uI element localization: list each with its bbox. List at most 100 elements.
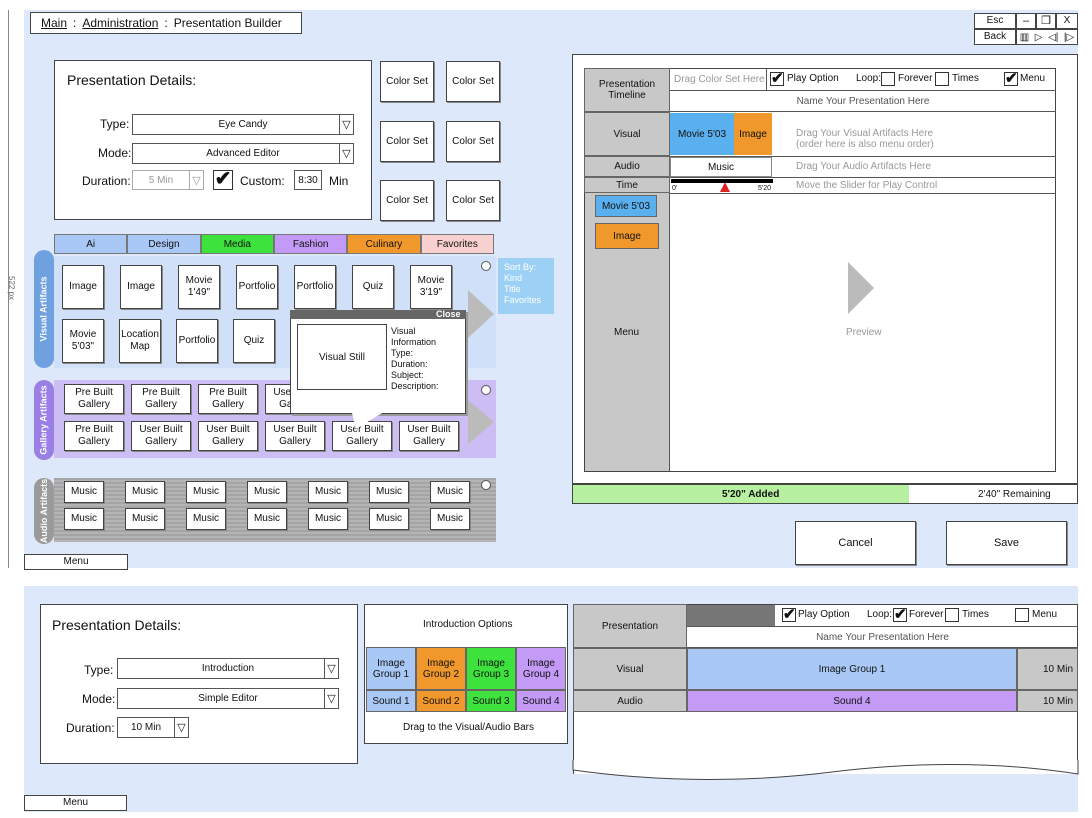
menu-checkbox[interactable]: ✔ xyxy=(1004,70,1018,87)
media-controls[interactable]: ▥ ▷ ◁| |▷ xyxy=(1016,29,1078,45)
sort-kind[interactable]: Kind xyxy=(504,273,523,283)
simple-menu-button[interactable]: Menu xyxy=(24,795,127,811)
simple-mode-select[interactable]: Simple Editor▽ xyxy=(117,688,339,709)
visual-next-arrow[interactable] xyxy=(468,290,494,338)
back-button[interactable]: Back xyxy=(974,29,1016,45)
image-group-tile[interactable]: Image Group 3 xyxy=(466,647,516,690)
simple-menu-checkbox[interactable] xyxy=(1015,608,1029,622)
chevron-down-icon[interactable]: ▽ xyxy=(189,171,203,189)
timeline-visual-image[interactable]: Image xyxy=(734,113,772,155)
chevron-down-icon[interactable]: ▽ xyxy=(174,718,188,737)
save-button[interactable]: Save xyxy=(946,521,1067,565)
cancel-button[interactable]: Cancel xyxy=(795,521,916,565)
gallery-artifact-tile[interactable]: Pre Built Gallery xyxy=(64,421,124,451)
play-icon[interactable]: ▷ xyxy=(1034,31,1043,43)
tab-audio-artifacts[interactable]: Audio Artifacts xyxy=(34,478,54,544)
sound-tile[interactable]: Sound 1 xyxy=(366,690,416,712)
gallery-artifact-tile[interactable]: Pre Built Gallery xyxy=(64,384,124,414)
tab-category[interactable]: Design xyxy=(127,234,201,254)
tab-category[interactable]: Favorites xyxy=(420,234,494,254)
custom-input[interactable]: 8:30 xyxy=(294,170,322,190)
simple-name-row[interactable]: Name Your Presentation Here xyxy=(687,626,1078,648)
gallery-artifact-tile[interactable]: Pre Built Gallery xyxy=(198,384,258,414)
restore-icon[interactable]: ❐ xyxy=(1036,13,1056,29)
audio-artifact-tile[interactable]: Music xyxy=(186,481,226,503)
color-set-button[interactable]: Color Set xyxy=(446,180,500,221)
visual-artifact-tile[interactable]: Image xyxy=(62,265,104,309)
simple-type-select[interactable]: Introduction▽ xyxy=(117,658,339,679)
chevron-down-icon[interactable]: ▽ xyxy=(324,689,338,708)
custom-checkbox[interactable]: ✔ xyxy=(213,168,233,190)
pause-icon[interactable]: ▥ xyxy=(1019,31,1030,43)
times-checkbox[interactable] xyxy=(935,72,949,86)
chevron-down-icon[interactable]: ▽ xyxy=(339,115,353,134)
visual-artifact-tile[interactable]: Movie 3'19" xyxy=(410,265,452,309)
visual-artifact-tile[interactable]: Portfolio xyxy=(236,265,278,309)
forever-checkbox[interactable] xyxy=(881,72,895,86)
audio-radio[interactable] xyxy=(481,480,491,490)
color-set-button[interactable]: Color Set xyxy=(446,121,500,162)
mode-select[interactable]: Advanced Editor▽ xyxy=(132,143,354,164)
time-slider-handle[interactable] xyxy=(720,182,730,192)
tab-category[interactable]: Ai xyxy=(54,234,128,254)
visual-artifact-tile[interactable]: Quiz xyxy=(233,319,275,363)
duration-select[interactable]: 5 Min▽ xyxy=(132,170,204,190)
gallery-artifact-tile[interactable]: User Built Gallery xyxy=(265,421,325,451)
esc-button[interactable]: Esc xyxy=(974,13,1016,29)
forward-icon[interactable]: |▷ xyxy=(1063,31,1075,43)
simple-duration-select[interactable]: 10 Min▽ xyxy=(117,717,189,738)
gallery-artifact-tile[interactable]: User Built Gallery xyxy=(198,421,258,451)
image-group-tile[interactable]: Image Group 2 xyxy=(416,647,466,690)
visual-artifact-tile[interactable]: Image xyxy=(120,265,162,309)
rewind-icon[interactable]: ◁| xyxy=(1048,31,1059,43)
time-slider-track[interactable] xyxy=(671,179,773,183)
simple-times-checkbox[interactable] xyxy=(945,608,959,622)
gallery-radio[interactable] xyxy=(481,385,491,395)
image-group-tile[interactable]: Image Group 1 xyxy=(366,647,416,690)
simple-audio-bar[interactable]: Sound 4 xyxy=(687,690,1017,712)
audio-artifact-tile[interactable]: Music xyxy=(125,508,165,530)
gallery-next-arrow[interactable] xyxy=(468,400,494,444)
tab-category[interactable]: Media xyxy=(200,234,274,254)
popup-close-button[interactable]: Close xyxy=(436,309,461,319)
gallery-artifact-tile[interactable]: User Built Gallery xyxy=(399,421,459,451)
color-set-button[interactable]: Color Set xyxy=(380,61,434,102)
audio-artifact-tile[interactable]: Music xyxy=(186,508,226,530)
audio-artifact-tile[interactable]: Music xyxy=(369,481,409,503)
breadcrumb-main[interactable]: Main xyxy=(41,16,68,30)
visual-artifact-tile[interactable]: Movie 5'03" xyxy=(62,319,104,363)
color-set-button[interactable]: Color Set xyxy=(380,121,434,162)
simple-play-checkbox[interactable]: ✔ xyxy=(782,606,796,623)
breadcrumb-admin[interactable]: Administration xyxy=(82,16,159,30)
audio-artifact-tile[interactable]: Music xyxy=(247,508,287,530)
simple-visual-bar[interactable]: Image Group 1 xyxy=(687,648,1017,690)
visual-artifact-tile[interactable]: Portfolio xyxy=(294,265,336,309)
minimize-icon[interactable]: – xyxy=(1016,13,1036,29)
timeline-visual-movie[interactable]: Movie 5'03 xyxy=(670,113,734,155)
visual-artifact-tile[interactable]: Movie 1'49" xyxy=(178,265,220,309)
audio-artifact-tile[interactable]: Music xyxy=(64,508,104,530)
visual-radio[interactable] xyxy=(481,261,491,271)
audio-artifact-tile[interactable]: Music xyxy=(247,481,287,503)
menu-item-image[interactable]: Image xyxy=(595,223,659,249)
tab-category[interactable]: Fashion xyxy=(273,234,348,254)
tab-category[interactable]: Culinary xyxy=(347,234,421,254)
chevron-down-icon[interactable]: ▽ xyxy=(339,144,353,163)
sort-favorites[interactable]: Favorites xyxy=(504,295,542,305)
audio-artifact-tile[interactable]: Music xyxy=(64,481,104,503)
sound-tile[interactable]: Sound 4 xyxy=(516,690,566,712)
gallery-artifact-tile[interactable]: User Built Gallery xyxy=(131,421,191,451)
simple-forever-checkbox[interactable]: ✔ xyxy=(893,606,907,623)
color-set-button[interactable]: Color Set xyxy=(446,61,500,102)
audio-artifact-tile[interactable]: Music xyxy=(308,481,348,503)
sound-tile[interactable]: Sound 3 xyxy=(466,690,516,712)
audio-artifact-tile[interactable]: Music xyxy=(308,508,348,530)
menu-button[interactable]: Menu xyxy=(24,554,128,570)
visual-artifact-tile[interactable]: Location Map xyxy=(119,319,161,363)
timeline-audio-music[interactable]: Music xyxy=(670,157,772,177)
sort-title-option[interactable]: Title xyxy=(504,284,521,294)
image-group-tile[interactable]: Image Group 4 xyxy=(516,647,566,690)
audio-artifact-tile[interactable]: Music xyxy=(430,481,470,503)
visual-artifact-tile[interactable]: Quiz xyxy=(352,265,394,309)
preview-play-icon[interactable] xyxy=(848,262,874,314)
